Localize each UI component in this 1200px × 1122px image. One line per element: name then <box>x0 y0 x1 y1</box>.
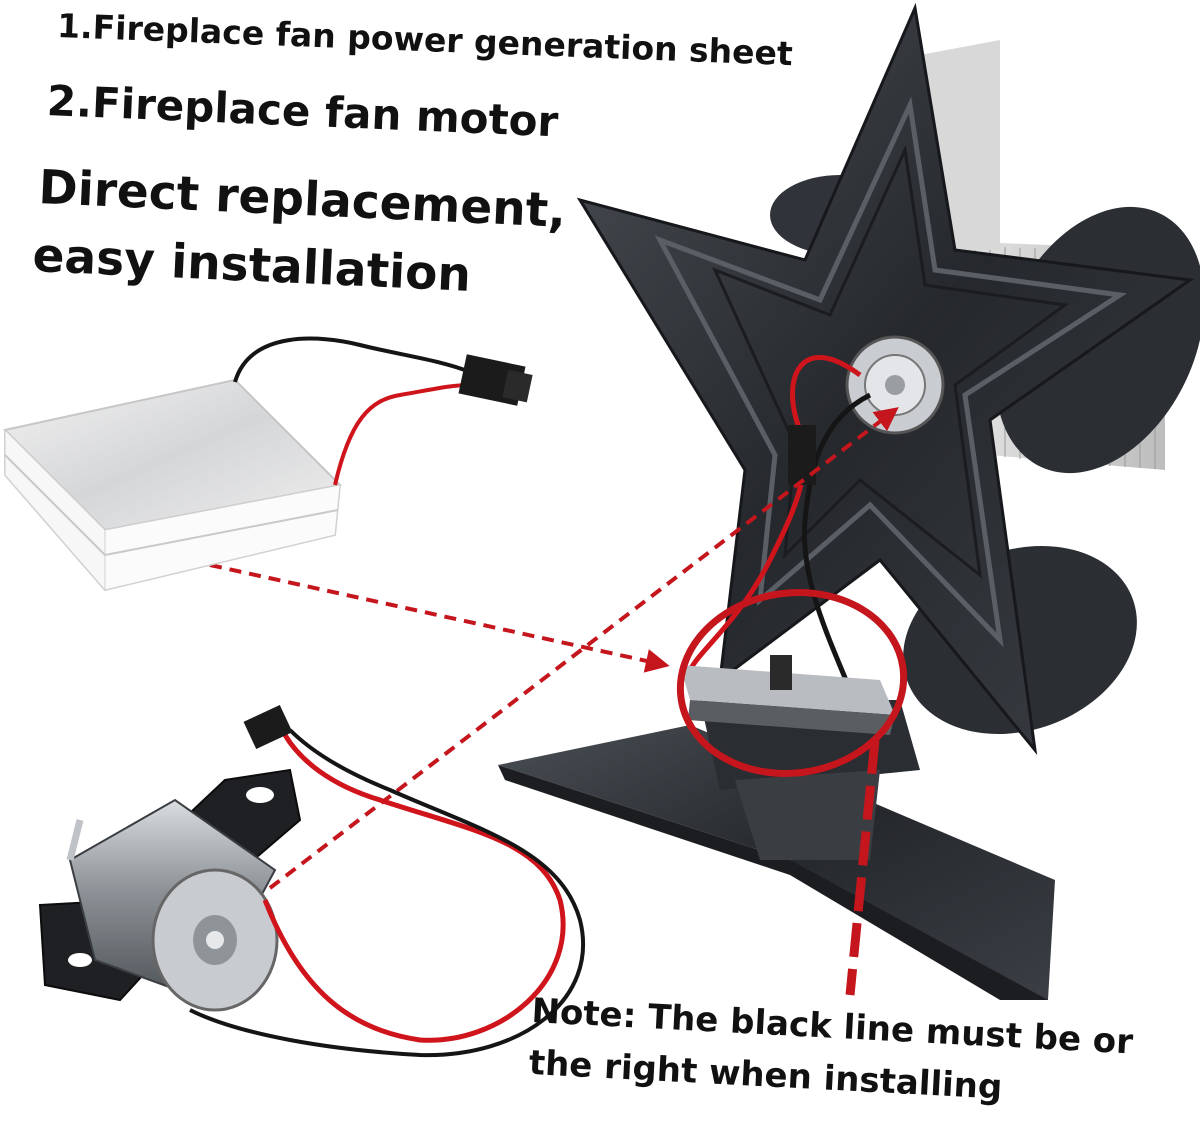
installed-power-sheet <box>680 655 895 735</box>
sheet-wires <box>233 336 533 486</box>
fan-motor-icon <box>38 768 302 1012</box>
note-pointer-line <box>845 739 880 996</box>
highlight-circle-icon <box>676 589 908 777</box>
motor-wires <box>189 704 586 1058</box>
dashed-arrow-icon <box>209 407 899 890</box>
fan-motor-hub <box>845 335 945 435</box>
thermoelectric-sheet-icon <box>2 378 343 592</box>
